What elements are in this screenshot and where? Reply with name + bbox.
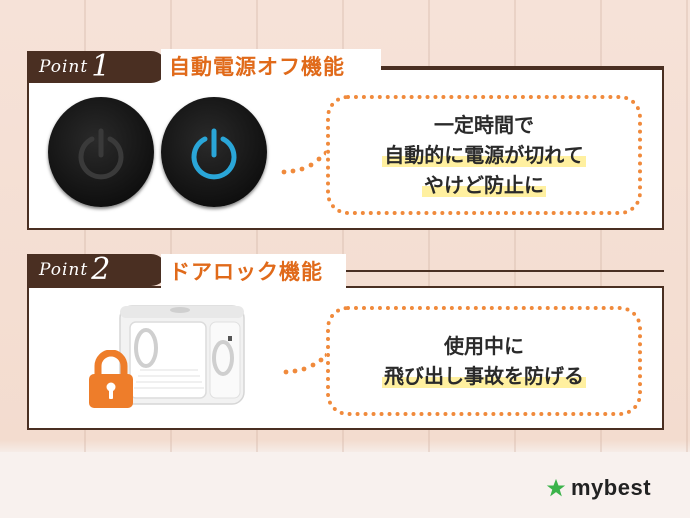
point-1-title-rule [381,66,664,68]
point-2-number: 2 [91,252,111,287]
point-1-title-box: 自動電源オフ機能 [161,49,381,83]
pet-dryer-box [119,305,245,405]
bubble-2-tail [283,352,330,375]
point-1-bubble-line-1: 一定時間で [434,113,534,137]
point-2-title: ドアロック機能 [169,260,323,284]
point-2-bubble-line-2: 飛び出し事故を防げる [382,361,586,391]
power-button-off-icon [48,97,154,207]
brand-logo: mybest [546,475,651,501]
star-icon [546,478,566,497]
bubble-1-tail [281,150,329,175]
point-1-tag: Point 1 [27,51,167,83]
padlock-icon [89,350,133,408]
point-2-highlight: 飛び出し事故を防げる [382,364,586,388]
point-2-tag: Point 2 [27,254,167,286]
point-1-bubble-line-2: 自動的に電源が切れて [382,140,586,170]
power-button-on-icon [161,97,267,207]
point-2-speech-bubble: 使用中に 飛び出し事故を防げる [326,306,642,416]
point-1-number: 1 [91,49,111,84]
point-1-bubble-line-3: やけど防止に [422,170,546,200]
point-1-speech-bubble: 一定時間で 自動的に電源が切れて やけど防止に [326,95,642,215]
point-1-highlight: 自動的に電源が切れて [382,143,586,167]
point-1-highlight-2: やけど防止に [422,173,546,197]
point-1-word: Point [39,57,89,77]
footer-band [0,452,690,518]
point-2-title-rule [346,270,664,272]
point-2-word: Point [39,260,89,280]
point-1-title: 自動電源オフ機能 [169,55,345,79]
point-2-bubble-line-1: 使用中に [444,334,524,358]
brand-name: mybest [571,475,652,500]
point-2-title-box: ドアロック機能 [161,254,346,288]
